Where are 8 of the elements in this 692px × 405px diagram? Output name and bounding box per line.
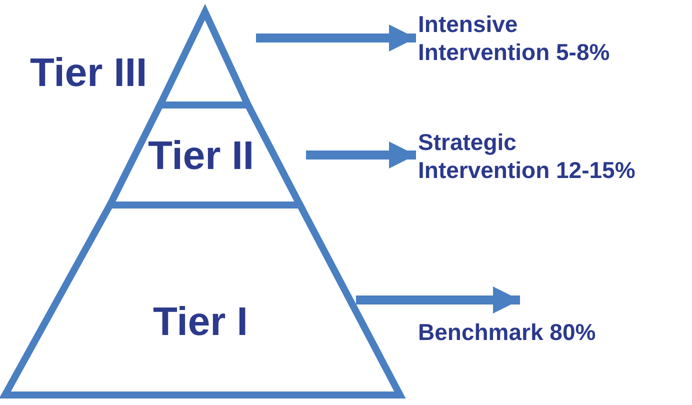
arrow bbox=[356, 286, 520, 314]
intervention-label: Intensive Intervention 5-8% bbox=[418, 10, 611, 66]
tier-label: Tier I bbox=[153, 302, 248, 342]
intervention-label: Benchmark 80% bbox=[418, 318, 597, 346]
arrow bbox=[256, 24, 416, 52]
tier-label: Tier II bbox=[148, 136, 254, 176]
intervention-label: Strategic Intervention 12-15% bbox=[418, 128, 636, 184]
arrow bbox=[306, 142, 416, 168]
